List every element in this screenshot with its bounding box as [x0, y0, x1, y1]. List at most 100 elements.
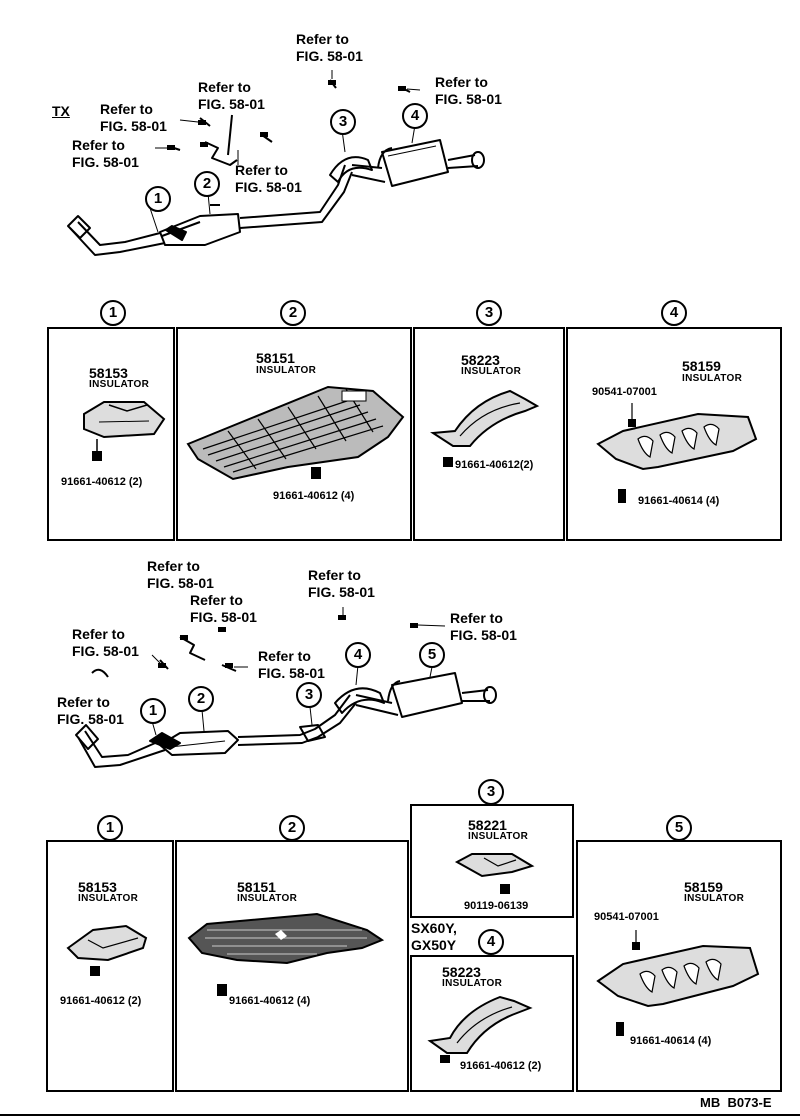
panel-callout-2: 2	[280, 300, 306, 326]
part-name: INSULATOR	[78, 893, 139, 904]
part-name: INSULATOR	[461, 366, 522, 377]
callout-3: 3	[296, 682, 322, 708]
refer-to-text: Refer to	[435, 74, 488, 90]
refer-to-text: Refer to	[72, 626, 125, 642]
fig-ref-text: FIG. 58-01	[450, 627, 517, 643]
part-number: 58153	[78, 879, 117, 895]
part-name: INSULATOR	[89, 379, 150, 390]
fastener-label: 91661-40614 (4)	[638, 495, 720, 507]
fig-ref-text: FIG. 58-01	[72, 154, 139, 170]
fastener-label: 91661-40612(2)	[455, 459, 534, 471]
insulator-drawing	[187, 912, 385, 996]
part-name: INSULATOR	[682, 373, 743, 384]
fastener-label: 91661-40612 (4)	[273, 490, 355, 502]
panel-callout-4: 4	[661, 300, 687, 326]
panel-5-bottom: 58159 INSULATOR 90541-07001 91661-40614 …	[576, 840, 782, 1092]
insulator-drawing	[596, 930, 760, 1036]
refer-to-text: Refer to	[235, 162, 288, 178]
fig-ref-text: FIG. 58-01	[72, 643, 139, 659]
fig-ref-text: FIG. 58-01	[308, 584, 375, 600]
callout-4: 4	[345, 642, 371, 668]
refer-to-text: Refer to	[147, 558, 200, 574]
refer-to-text: Refer to	[72, 137, 125, 153]
panel-1-top: 58153 INSULATOR 91661-40612 (2)	[47, 327, 175, 541]
bottom-exhaust-assembly	[75, 607, 497, 768]
panel-callout-2: 2	[279, 815, 305, 841]
refer-to-text: Refer to	[258, 648, 311, 664]
fig-ref-text: FIG. 58-01	[100, 118, 167, 134]
part-name: INSULATOR	[684, 893, 745, 904]
panel-4-bottom: 58223 INSULATOR 91661-40612 (2)	[410, 955, 574, 1092]
variant-label-tx: TX	[52, 103, 70, 119]
part-number: 58151	[256, 350, 295, 366]
insulator-drawing	[83, 401, 166, 461]
callout-1: 1	[145, 186, 171, 212]
part-number: 58221	[468, 817, 507, 833]
refer-to-text: Refer to	[198, 79, 251, 95]
part-name: INSULATOR	[256, 365, 317, 376]
extra-fastener-label: 90541-07001	[592, 386, 657, 398]
panel-4-top: 58159 INSULATOR 90541-07001 91661-40614 …	[566, 327, 782, 541]
insulator-drawing	[66, 924, 148, 976]
variant-label-sx60y-gx50y: SX60Y, GX50Y	[411, 920, 457, 953]
part-number: 58223	[461, 352, 500, 368]
callout-5: 5	[419, 642, 445, 668]
callout-2: 2	[188, 686, 214, 712]
callout-4: 4	[402, 103, 428, 129]
fig-ref-text: FIG. 58-01	[435, 91, 502, 107]
callout-1: 1	[140, 698, 166, 724]
part-number: 58223	[442, 964, 481, 980]
fastener-label: 91661-40612 (2)	[460, 1060, 542, 1072]
refer-to-text: Refer to	[57, 694, 110, 710]
panel-2-top: 58151 INSULATOR 91661-40612 (4)	[176, 327, 412, 541]
fig-ref-text: FIG. 58-01	[57, 711, 124, 727]
fastener-label: 90119-06139	[464, 900, 529, 912]
panel-1-bottom: 58153 INSULATOR 91661-40612 (2)	[46, 840, 174, 1092]
refer-to-text: Refer to	[296, 31, 349, 47]
panel-3-bottom: 58221 INSULATOR 90119-06139	[410, 804, 574, 918]
fig-ref-text: FIG. 58-01	[296, 48, 363, 64]
fastener-label: 91661-40612 (2)	[60, 995, 142, 1007]
panel-callout-3: 3	[478, 779, 504, 805]
footer-rule	[0, 1114, 800, 1116]
fig-ref-text: FIG. 58-01	[258, 665, 325, 681]
fig-ref-text: FIG. 58-01	[198, 96, 265, 112]
part-name: INSULATOR	[237, 893, 298, 904]
part-number: 58159	[684, 879, 723, 895]
part-name: INSULATOR	[442, 978, 503, 989]
insulator-drawing	[430, 389, 540, 467]
fig-ref-text: FIG. 58-01	[190, 609, 257, 625]
top-exhaust-assembly	[67, 70, 485, 256]
part-number: 58151	[237, 879, 276, 895]
panel-callout-5: 5	[666, 815, 692, 841]
refer-to-text: Refer to	[308, 567, 361, 583]
refer-to-text: Refer to	[190, 592, 243, 608]
part-number: 58159	[682, 358, 721, 374]
panel-callout-1: 1	[97, 815, 123, 841]
callout-3: 3	[330, 109, 356, 135]
fastener-label: 91661-40612 (4)	[229, 995, 311, 1007]
panel-callout-4: 4	[478, 929, 504, 955]
insulator-drawing	[427, 995, 533, 1063]
panel-callout-3: 3	[476, 300, 502, 326]
panel-3-top: 58223 INSULATOR 91661-40612(2)	[413, 327, 565, 541]
part-name: INSULATOR	[468, 831, 529, 842]
insulator-drawing	[596, 403, 758, 503]
extra-fastener-label: 90541-07001	[594, 911, 659, 923]
fig-ref-text: FIG. 58-01	[235, 179, 302, 195]
part-number: 58153	[89, 365, 128, 381]
refer-to-text: Refer to	[100, 101, 153, 117]
callout-2: 2	[194, 171, 220, 197]
